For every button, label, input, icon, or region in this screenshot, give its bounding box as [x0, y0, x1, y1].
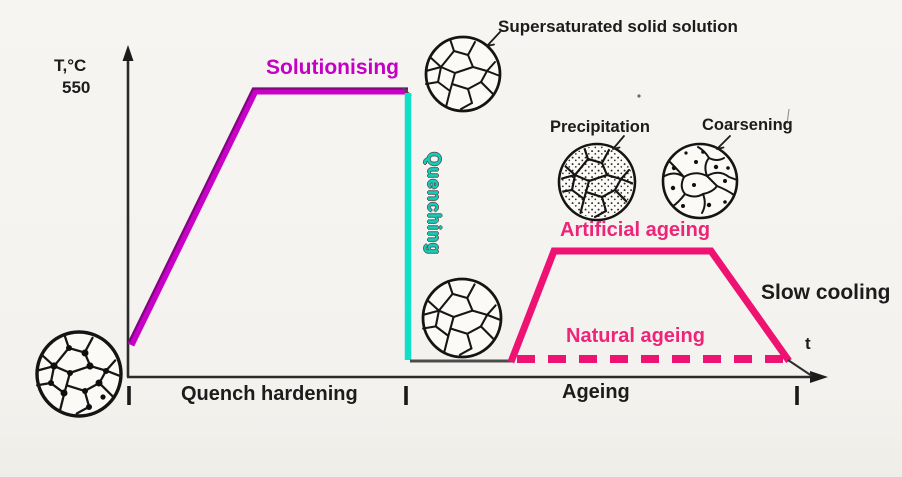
supersaturated-pointer-line [486, 31, 501, 47]
precipitation-microstructure-icon [557, 142, 637, 222]
precipitation-label: Precipitation [550, 118, 650, 136]
supersaturated-microstructure-icon [424, 35, 502, 113]
artificial-ageing-line [507, 247, 792, 364]
coarsening-pointer-line [716, 135, 731, 150]
x-axis [127, 371, 828, 383]
initial-microstructure-icon [35, 330, 123, 418]
scratch-artifact [786, 108, 790, 125]
artificial-ageing-label: Artificial ageing [560, 219, 711, 241]
y-axis-label: T,°C [54, 56, 87, 75]
y-axis-tick-550: 550 [62, 78, 91, 97]
supersaturated-label: Supersaturated solid solution [498, 17, 738, 36]
coarsening-microstructure-icon [661, 142, 739, 220]
slow-cooling-label: Slow cooling [761, 281, 891, 304]
solutionising-line [127, 87, 408, 347]
x-axis-label: t [805, 334, 811, 353]
ageing-phase-label: Ageing [562, 381, 630, 403]
slow-cooling-tail [787, 359, 813, 377]
speck-artifact [637, 94, 641, 98]
natural-ageing-label: Natural ageing [566, 325, 705, 347]
solutionising-label: Solutionising [266, 56, 399, 79]
quench-hardening-phase-label: Quench hardening [181, 383, 358, 405]
y-axis [122, 45, 134, 377]
coarsening-label: Coarsening [702, 116, 793, 134]
solutionising-line-dark-edge [128, 87, 408, 343]
quenching-label: Quenching [424, 152, 444, 255]
quenched-microstructure-icon [421, 277, 503, 359]
precipitation-pointer-line [612, 135, 625, 150]
